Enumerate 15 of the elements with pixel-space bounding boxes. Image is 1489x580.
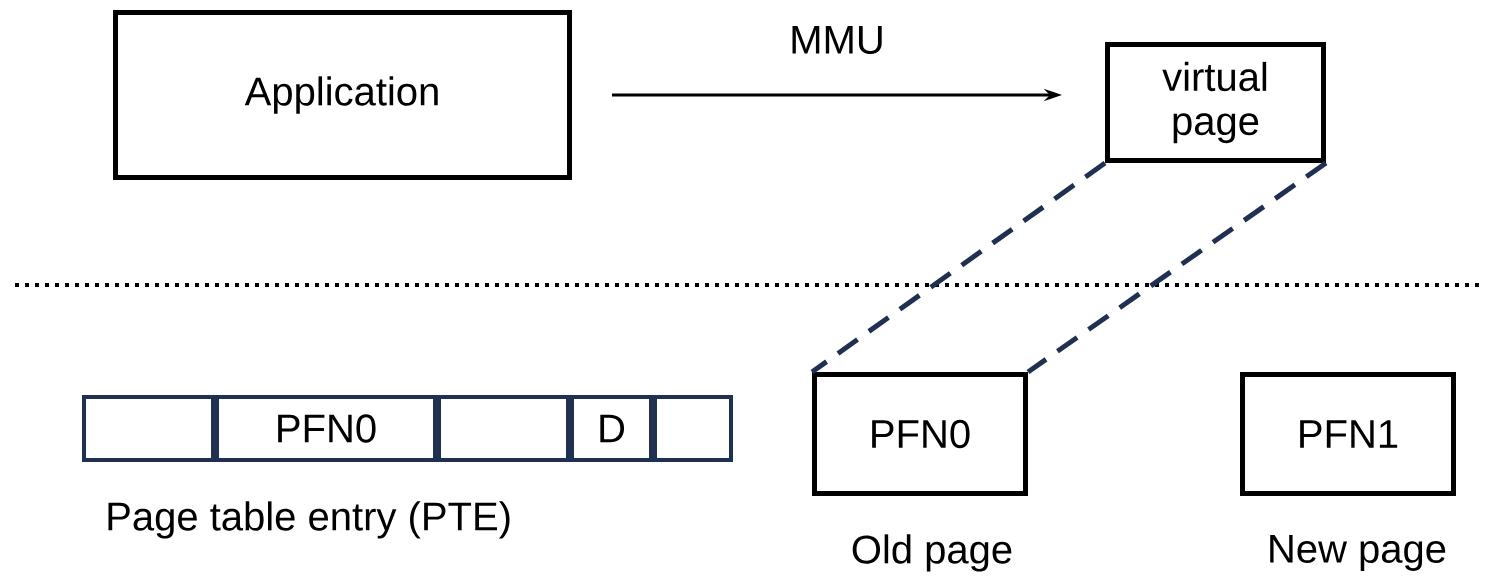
page-box: PFN1 <box>1240 372 1456 496</box>
dashed-line <box>1026 160 1328 375</box>
cell <box>437 395 570 462</box>
page-box: virtual page <box>1105 42 1326 163</box>
cell <box>82 395 215 462</box>
caption-text: Old page <box>852 534 1012 572</box>
page-box: PFN0 <box>812 372 1028 496</box>
dashed-line <box>810 160 1107 375</box>
process-box: Application <box>113 10 572 180</box>
cell <box>653 395 733 462</box>
caption-text: New page <box>1270 535 1446 571</box>
caption-text: Page table entry (PTE) <box>108 501 510 539</box>
cell: D <box>570 395 653 462</box>
edge-label: MMU <box>787 24 887 56</box>
cell: PFN0 <box>215 395 437 462</box>
